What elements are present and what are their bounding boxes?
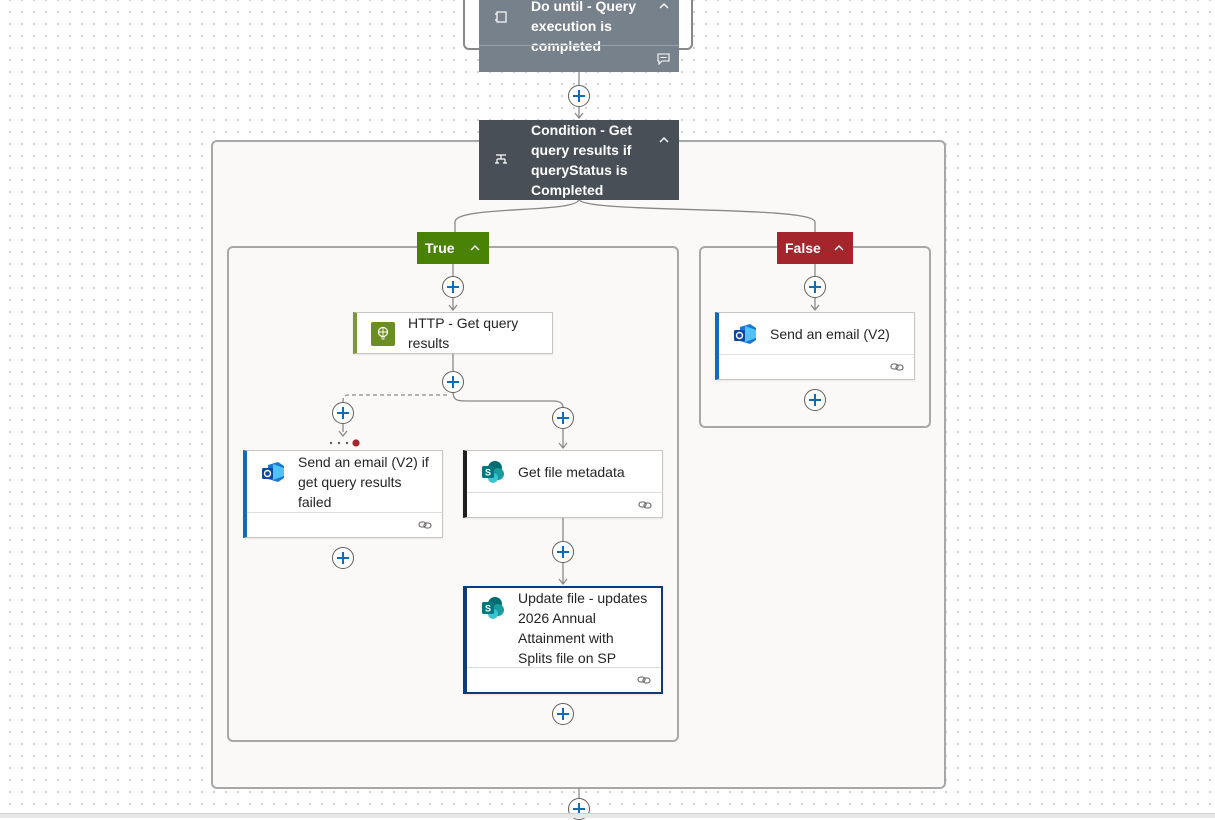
send-email-failed-title-line1: Send an email (V2) if [298, 454, 429, 470]
outlook-icon [262, 462, 284, 482]
add-step-button-after-metadata[interactable] [552, 541, 574, 563]
card-footer [719, 354, 914, 379]
send-email-false-title: Send an email (V2) [770, 326, 890, 342]
update-file-card[interactable]: S Update file - updates 2026 Annual Atta… [463, 586, 663, 694]
svg-text:S: S [485, 468, 491, 478]
update-file-title-line2: 2026 Annual [518, 610, 596, 626]
add-parallel-branch-button[interactable] [442, 371, 464, 393]
http-title-line1: HTTP - Get query [408, 315, 519, 331]
false-branch-tag[interactable]: False [777, 232, 853, 264]
link-icon[interactable] [890, 360, 904, 374]
update-file-title-line3: Attainment with [518, 630, 614, 646]
condition-card[interactable]: Condition - Get query results if querySt… [479, 120, 679, 200]
link-icon[interactable] [418, 518, 432, 532]
condition-title-line3: queryStatus is [531, 162, 628, 178]
condition-title-line4: Completed [531, 182, 604, 198]
condition-icon [495, 154, 507, 164]
do-until-footer [479, 45, 679, 72]
outlook-icon [734, 324, 756, 344]
add-step-button-after-update[interactable] [552, 703, 574, 725]
sharepoint-icon: S [482, 461, 504, 483]
get-file-metadata-title: Get file metadata [518, 464, 625, 480]
do-until-title-line3: completed [531, 38, 602, 54]
chevron-up-icon[interactable] [469, 242, 481, 254]
send-email-false-card[interactable]: Send an email (V2) [715, 312, 915, 380]
link-icon[interactable] [638, 498, 652, 512]
add-step-button-after-failed-email[interactable] [332, 547, 354, 569]
http-title-line2: results [408, 335, 450, 351]
add-step-button-failed-branch[interactable] [332, 402, 354, 424]
false-branch-label: False [785, 240, 821, 256]
send-email-failed-title-line2: get query results [298, 474, 402, 490]
chevron-up-icon[interactable] [658, 134, 670, 146]
true-branch-label: True [425, 240, 455, 256]
add-step-button-after-loop[interactable] [568, 85, 590, 107]
card-footer [247, 512, 442, 537]
add-step-button-false-bottom[interactable] [804, 389, 826, 411]
add-step-button-false-top[interactable] [804, 276, 826, 298]
condition-title-line1: Condition - Get [531, 122, 633, 138]
update-file-title-line1: Update file - updates [518, 590, 648, 606]
globe-icon [371, 322, 395, 346]
add-step-button-true-top[interactable] [442, 276, 464, 298]
sharepoint-icon: S [482, 597, 504, 619]
loop-icon [495, 11, 507, 23]
send-email-failed-title-line3: failed [298, 494, 332, 510]
add-step-button-metadata-branch[interactable] [552, 407, 574, 429]
get-file-metadata-card[interactable]: S Get file metadata [463, 450, 663, 518]
http-get-query-results-card[interactable]: HTTP - Get query results [353, 312, 553, 354]
chevron-up-icon[interactable] [833, 242, 845, 254]
do-until-card[interactable]: Do until - Query execution is completed [479, 0, 679, 72]
do-until-title-line2: execution is [531, 18, 612, 34]
card-footer [467, 492, 662, 517]
update-file-title-line4: Splits file on SP [518, 650, 617, 666]
link-icon[interactable] [637, 673, 651, 687]
do-until-title-line1: Do until - Query [531, 0, 636, 14]
horizontal-scrollbar[interactable] [0, 813, 1215, 818]
chevron-up-icon[interactable] [658, 0, 670, 12]
true-branch-tag[interactable]: True [417, 232, 489, 264]
svg-text:S: S [485, 604, 491, 614]
condition-title-line2: query results if [531, 142, 632, 158]
comment-icon[interactable] [657, 53, 670, 65]
card-footer [467, 667, 661, 692]
send-email-failed-card[interactable]: Send an email (V2) if get query results … [243, 450, 443, 538]
